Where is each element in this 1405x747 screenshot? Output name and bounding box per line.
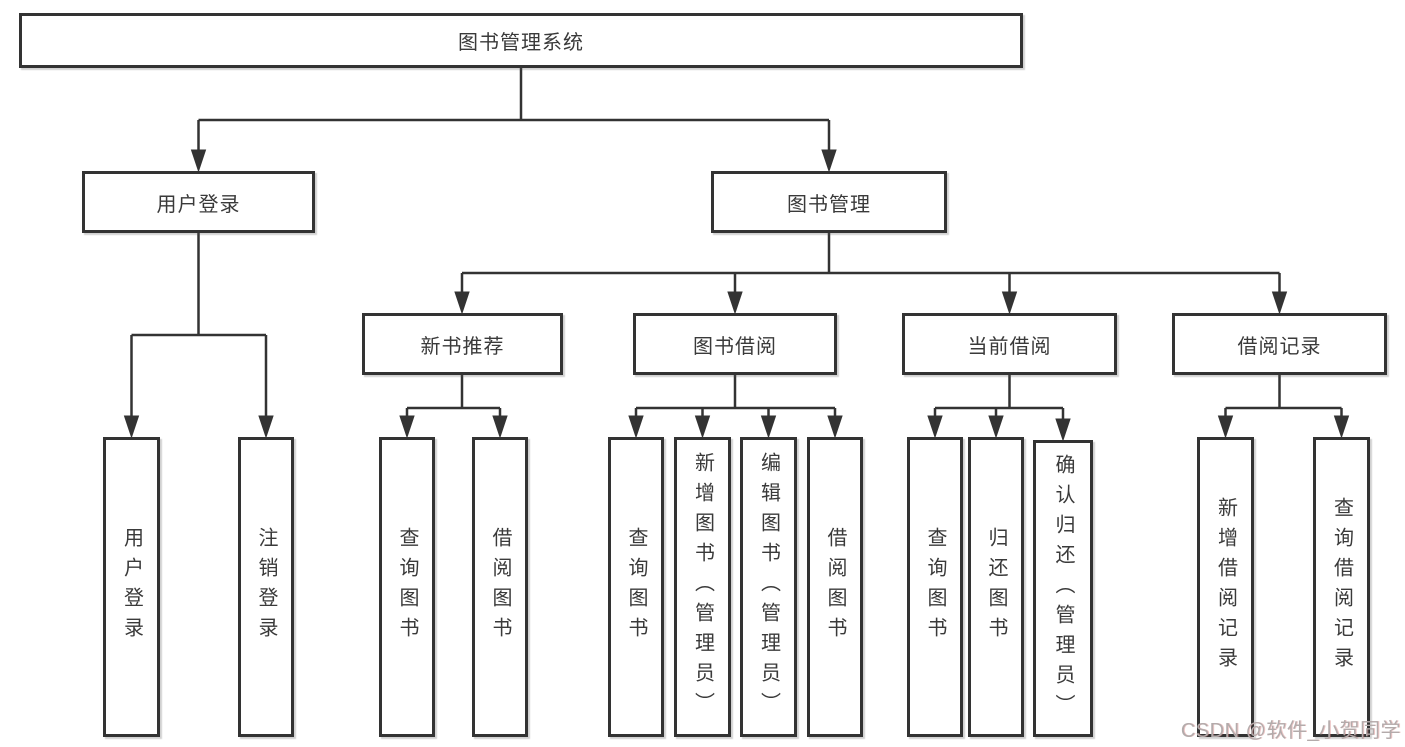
connector-borrow-record — [1217, 375, 1350, 439]
connector-book-management — [454, 233, 1288, 315]
node-label: 当前借阅 — [967, 335, 1052, 358]
node-label: 图书管理系统 — [458, 32, 584, 54]
connector-current-borrow — [927, 375, 1071, 442]
leaf-query-book-2: 查询图书 — [608, 437, 664, 737]
node-new-book-recommend: 新书推荐 — [362, 313, 563, 375]
node-label: 确认归还（管理员） — [1052, 453, 1074, 724]
node-label: 图书管理 — [787, 193, 871, 216]
leaf-borrow-book-1: 借阅图书 — [472, 437, 528, 737]
node-label: 查询图书 — [924, 527, 946, 647]
node-label: 查询借阅记录 — [1330, 497, 1353, 677]
leaf-add-borrow-record: 新增借阅记录 — [1197, 437, 1254, 737]
node-label: 新书推荐 — [420, 335, 505, 358]
node-label: 查询图书 — [396, 527, 418, 647]
node-book-borrow: 图书借阅 — [633, 313, 837, 375]
node-label: 借阅记录 — [1237, 335, 1322, 358]
node-label: 借阅图书 — [489, 527, 511, 647]
connector-book-borrow — [628, 375, 843, 439]
node-user-login: 用户登录 — [82, 171, 315, 233]
node-label: 注销登录 — [255, 527, 277, 647]
node-label: 新增图书（管理员） — [691, 452, 714, 722]
leaf-edit-book-admin: 编辑图书（管理员） — [740, 437, 797, 737]
node-book-management: 图书管理 — [711, 171, 947, 233]
leaf-query-borrow-record: 查询借阅记录 — [1313, 437, 1370, 737]
connector-user-login — [123, 233, 274, 439]
connector-root — [190, 68, 837, 173]
node-library-management-system: 图书管理系统 — [19, 13, 1023, 68]
node-label: 新增借阅记录 — [1214, 497, 1237, 677]
node-borrow-record: 借阅记录 — [1172, 313, 1387, 375]
node-label: 编辑图书（管理员） — [757, 452, 780, 722]
connector-new-book — [399, 375, 508, 439]
csdn-watermark: CSDN @软件_小贺同学 — [1180, 720, 1401, 742]
leaf-query-book-1: 查询图书 — [379, 437, 435, 737]
node-label: 用户登录 — [156, 193, 241, 216]
leaf-borrow-book-2: 借阅图书 — [807, 437, 863, 737]
leaf-query-book-3: 查询图书 — [907, 437, 963, 737]
node-label: 用户登录 — [120, 527, 143, 647]
leaf-return-book: 归还图书 — [968, 437, 1024, 737]
leaf-user-login: 用户登录 — [103, 437, 160, 737]
node-current-borrow: 当前借阅 — [902, 313, 1117, 375]
node-label: 图书借阅 — [693, 335, 777, 358]
leaf-add-book-admin: 新增图书（管理员） — [674, 437, 731, 737]
node-label: 查询图书 — [625, 527, 647, 647]
node-label: 借阅图书 — [824, 527, 846, 647]
leaf-confirm-return-admin: 确认归还（管理员） — [1033, 440, 1093, 737]
leaf-logout: 注销登录 — [238, 437, 294, 737]
node-label: 归还图书 — [985, 527, 1007, 647]
